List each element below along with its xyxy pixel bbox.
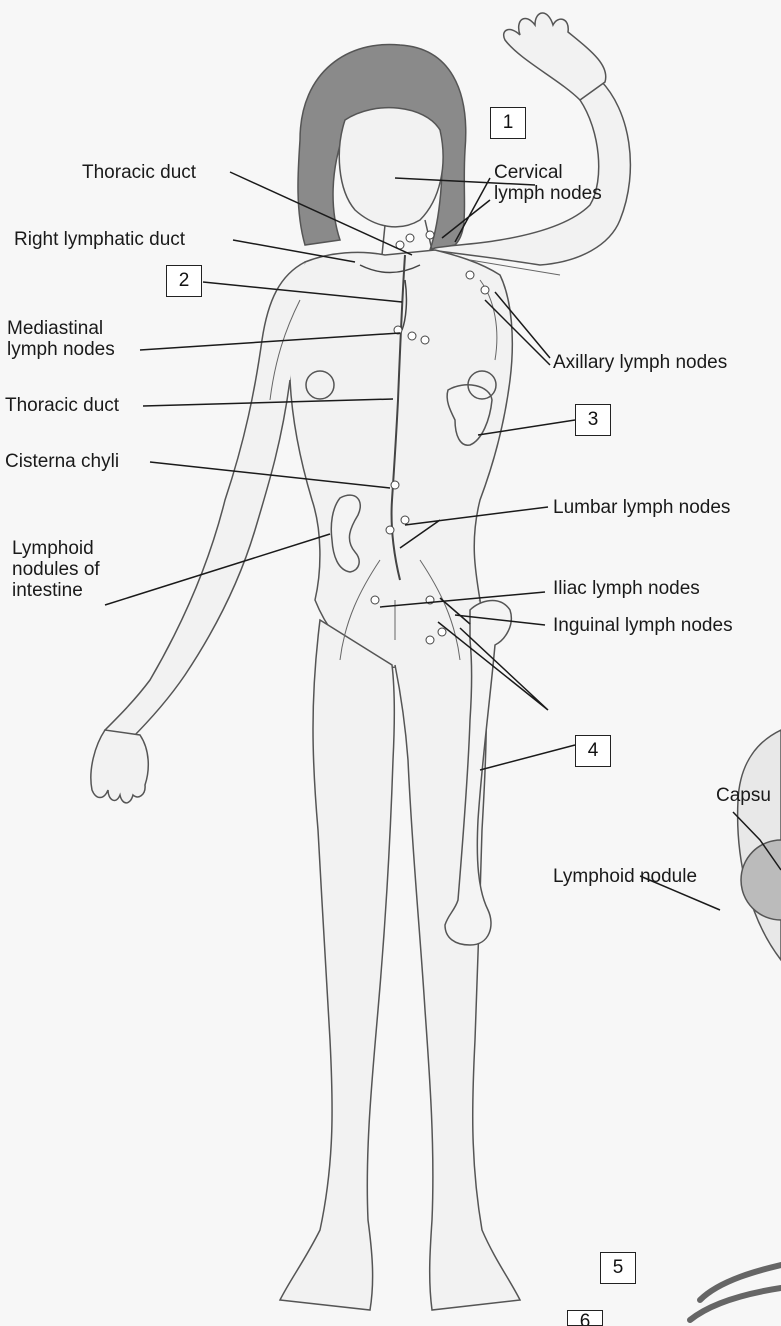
hanging-hand <box>91 730 148 803</box>
number-box-4: 4 <box>575 735 611 767</box>
left-leg <box>280 620 394 1310</box>
right-leg <box>395 600 520 1310</box>
number-box-6: 6 <box>567 1310 603 1326</box>
number-box-5: 5 <box>600 1252 636 1284</box>
label-iliac-lymph-nodes: Iliac lymph nodes <box>553 578 700 599</box>
label-capsule: Capsu <box>716 785 771 806</box>
label-cisterna-chyli: Cisterna chyli <box>5 451 119 472</box>
label-thoracic-duct-mid: Thoracic duct <box>5 395 119 416</box>
label-axillary-lymph-nodes: Axillary lymph nodes <box>553 352 727 373</box>
label-right-lymphatic-duct: Right lymphatic duct <box>14 229 185 250</box>
hanging-arm <box>105 262 305 740</box>
number-box-1: 1 <box>490 107 526 139</box>
label-lymphoid-nodules-intestine: Lymphoid nodules of intestine <box>12 538 100 601</box>
afferent-vessels <box>690 1265 781 1320</box>
label-thoracic-duct-top: Thoracic duct <box>82 162 196 183</box>
label-lymphoid-nodule: Lymphoid nodule <box>553 866 697 887</box>
face <box>339 108 443 227</box>
raised-hand <box>504 13 606 100</box>
label-mediastinal-lymph-nodes: Mediastinal lymph nodes <box>7 318 115 360</box>
label-cervical-lymph-nodes: Cervical lymph nodes <box>494 162 602 204</box>
label-lumbar-lymph-nodes: Lumbar lymph nodes <box>553 497 730 518</box>
number-box-3: 3 <box>575 404 611 436</box>
number-box-2: 2 <box>166 265 202 297</box>
label-inguinal-lymph-nodes: Inguinal lymph nodes <box>553 615 733 636</box>
